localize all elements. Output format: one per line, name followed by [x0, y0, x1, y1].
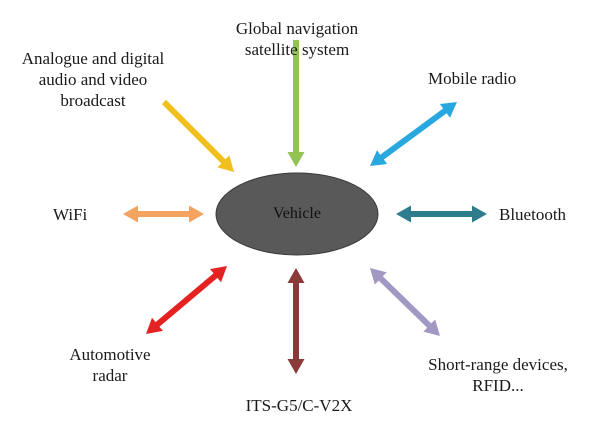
vehicle-node — [215, 172, 379, 256]
automotive-radar-label: Automotive radar — [50, 344, 170, 386]
mobile-radio-arrow — [370, 102, 457, 166]
broadcast-arrow — [161, 99, 234, 172]
short-range-label-line-2: RFID... — [472, 376, 524, 395]
broadcast-label-line-2: audio and video — [38, 70, 148, 89]
short-range-arrow — [370, 268, 440, 336]
bluetooth-arrow — [396, 205, 487, 223]
wifi-label: WiFi — [53, 204, 87, 225]
bluetooth-label-line-1: Bluetooth — [499, 205, 567, 224]
broadcast-label-line-1: Analogue and digital — [21, 49, 165, 68]
automotive-radar-label-line-2: radar — [92, 366, 128, 385]
vehicle-label: Vehicle — [273, 205, 321, 222]
gnss-arrow — [287, 40, 305, 167]
its-g5-label: ITS-G5/C-V2X — [234, 395, 364, 416]
broadcast-label: Analogue and digital audio and video bro… — [18, 48, 168, 111]
gnss-label-line-1: Global navigation — [235, 19, 359, 38]
automotive-radar-arrow — [146, 266, 227, 334]
its-g5-label-line-1: ITS-G5/C-V2X — [245, 396, 353, 415]
short-range-label: Short-range devices, RFID... — [413, 354, 583, 396]
automotive-radar-label-line-1: Automotive — [69, 345, 151, 364]
its-g5-arrow — [287, 268, 305, 374]
mobile-radio-label-line-1: Mobile radio — [428, 69, 517, 88]
mobile-radio-label: Mobile radio — [428, 68, 516, 89]
arrows-layer — [123, 40, 487, 374]
wifi-arrow — [123, 205, 204, 223]
short-range-label-line-1: Short-range devices, — [428, 355, 568, 374]
gnss-label: Global navigation satellite system — [224, 18, 370, 60]
broadcast-label-line-3: broadcast — [60, 91, 126, 110]
wifi-label-line-1: WiFi — [53, 205, 88, 224]
gnss-label-line-2: satellite system — [244, 40, 350, 59]
bluetooth-label: Bluetooth — [499, 204, 566, 225]
